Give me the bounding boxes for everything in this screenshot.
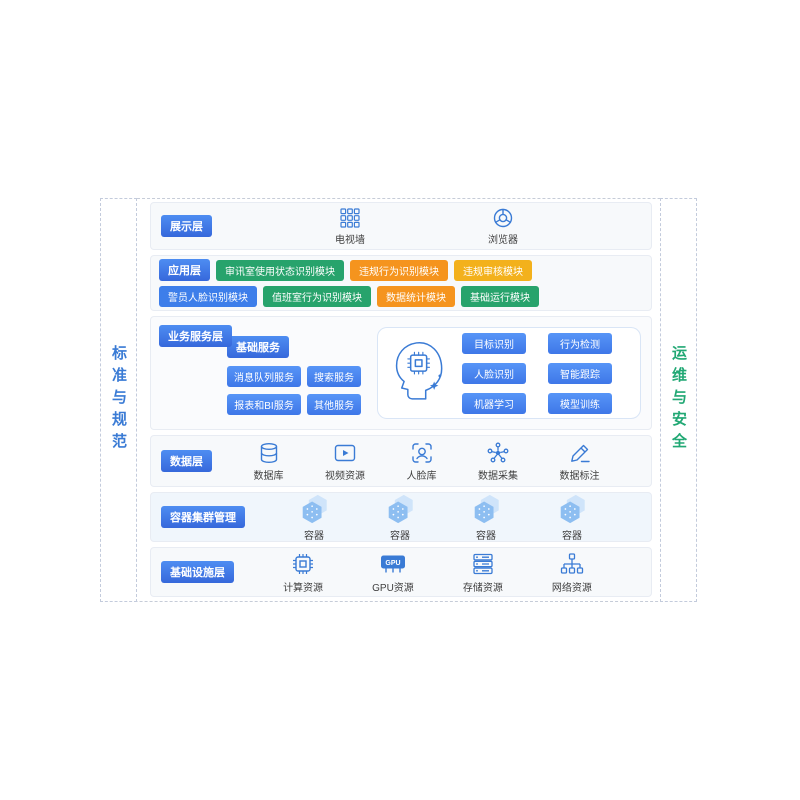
data-annotate-label: 数据标注 (559, 470, 600, 482)
video-item: 视频资源 (325, 441, 365, 482)
presentation-items: 电视墙 浏览器 (212, 207, 641, 246)
video-icon (333, 441, 357, 465)
network-label: 网络资源 (551, 582, 592, 594)
container-icon (555, 493, 589, 525)
ai-capabilities-panel: 目标识别 行为检测 人脸识别 智能跟踪 机器学习 模型训练 (377, 327, 641, 419)
business-content: 基础服务 消息队列服务 搜索服务 报表和BI服务 其他服务 (161, 325, 641, 421)
browser-item: 浏览器 (488, 207, 518, 246)
container-label: 容器 (390, 530, 410, 542)
cpu-item: 计算资源 (283, 551, 323, 594)
data-annotate-icon (568, 441, 592, 465)
tv-wall-icon (339, 207, 361, 229)
database-item: 数据库 (254, 441, 284, 482)
application-layer-badge: 应用层 (159, 259, 210, 281)
storage-label: 存储资源 (462, 582, 503, 594)
gpu-icon: GPU (378, 551, 408, 577)
tv-wall-item: 电视墙 (335, 207, 365, 246)
tv-wall-label: 电视墙 (335, 234, 365, 246)
data-collect-item: 数据采集 (478, 441, 518, 482)
module-chip: 值班室行为识别模块 (263, 286, 371, 307)
layer-container-cluster: 容器集群管理 容器 (150, 492, 652, 542)
service-chip: 搜索服务 (307, 365, 361, 387)
basic-services-badge: 基础服务 (227, 335, 289, 358)
container-cluster-badge: 容器集群管理 (161, 506, 245, 528)
operations-label: 运维与安全 (670, 345, 687, 455)
infrastructure-items: 计算资源 GPU GPU资源 (234, 551, 641, 594)
container-item: 容器 (383, 493, 417, 542)
layer-infrastructure: 基础设施层 计算资源 (150, 547, 652, 597)
presentation-layer-badge: 展示层 (161, 215, 212, 237)
ai-chip: 机器学习 (462, 392, 526, 414)
module-chip: 基础运行模块 (461, 286, 539, 307)
container-item: 容器 (297, 493, 331, 542)
cpu-icon (290, 551, 316, 577)
database-icon (257, 441, 281, 465)
infrastructure-badge: 基础设施层 (161, 561, 234, 583)
container-icon (383, 493, 417, 525)
module-chip: 警员人脸识别模块 (159, 286, 257, 307)
container-label: 容器 (304, 530, 324, 542)
module-chip: 违规审核模块 (454, 259, 532, 281)
browser-icon (492, 207, 514, 229)
basic-services-grid: 消息队列服务 搜索服务 报表和BI服务 其他服务 (227, 365, 361, 415)
storage-item: 存储资源 (463, 551, 503, 594)
application-modules-row1: 应用层 审讯室使用状态识别模块 违规行为识别模块 违规审核模块 (159, 259, 643, 281)
ai-chip: 智能跟踪 (548, 362, 612, 384)
cpu-label: 计算资源 (283, 582, 324, 594)
ai-chip: 模型训练 (548, 392, 612, 414)
gpu-icon-text: GPU (385, 559, 400, 566)
ai-chip: 行为检测 (548, 332, 612, 354)
container-item: 容器 (469, 493, 503, 542)
gpu-item: GPU GPU资源 (372, 551, 414, 594)
face-library-item: 人脸库 (407, 441, 437, 482)
container-icon (297, 493, 331, 525)
network-icon (559, 551, 585, 577)
left-sidebar-standards: 标准与规范 (100, 198, 137, 602)
container-icon (469, 493, 503, 525)
container-label: 容器 (562, 530, 582, 542)
application-modules-row2: 警员人脸识别模块 值班室行为识别模块 数据统计模块 基础运行模块 (159, 286, 643, 307)
face-library-label: 人脸库 (406, 470, 437, 482)
ai-chip: 人脸识别 (462, 362, 526, 384)
module-chip: 数据统计模块 (377, 286, 455, 307)
service-chip: 其他服务 (307, 393, 361, 415)
video-label: 视频资源 (325, 470, 365, 482)
database-label: 数据库 (253, 470, 284, 482)
ai-capabilities-grid: 目标识别 行为检测 人脸识别 智能跟踪 机器学习 模型训练 (462, 332, 612, 414)
layer-data: 数据层 数据库 (150, 435, 652, 487)
basic-services-group: 基础服务 消息队列服务 搜索服务 报表和BI服务 其他服务 (227, 335, 361, 415)
layer-application: 应用层 审讯室使用状态识别模块 违规行为识别模块 违规审核模块 警员人脸识别模块… (150, 255, 652, 311)
module-chip: 违规行为识别模块 (350, 259, 448, 281)
storage-icon (470, 551, 496, 577)
service-chip: 消息队列服务 (227, 365, 301, 387)
data-collect-label: 数据采集 (478, 470, 518, 482)
data-layer-badge: 数据层 (161, 450, 212, 472)
layer-business-services: 业务服务层 基础服务 消息队列服务 搜索服务 报表和BI服务 其他服务 (150, 316, 652, 430)
standards-label: 标准与规范 (110, 345, 127, 455)
container-items: 容器 容器 (245, 493, 641, 542)
face-library-icon (410, 441, 434, 465)
data-collect-icon (486, 441, 510, 465)
gpu-label: GPU资源 (372, 582, 414, 594)
container-item: 容器 (555, 493, 589, 542)
network-item: 网络资源 (552, 551, 592, 594)
container-label: 容器 (476, 530, 496, 542)
ai-head-icon (390, 337, 452, 409)
business-layer-badge: 业务服务层 (159, 325, 232, 347)
data-items: 数据库 视频资源 (212, 441, 641, 482)
service-chip: 报表和BI服务 (227, 393, 301, 415)
data-annotate-item: 数据标注 (560, 441, 600, 482)
module-chip: 审讯室使用状态识别模块 (216, 259, 344, 281)
browser-label: 浏览器 (488, 234, 518, 246)
layer-rows: 展示层 电视墙 (150, 202, 652, 597)
ai-chip: 目标识别 (462, 332, 526, 354)
layer-presentation: 展示层 电视墙 (150, 202, 652, 250)
right-sidebar-operations: 运维与安全 (660, 198, 697, 602)
